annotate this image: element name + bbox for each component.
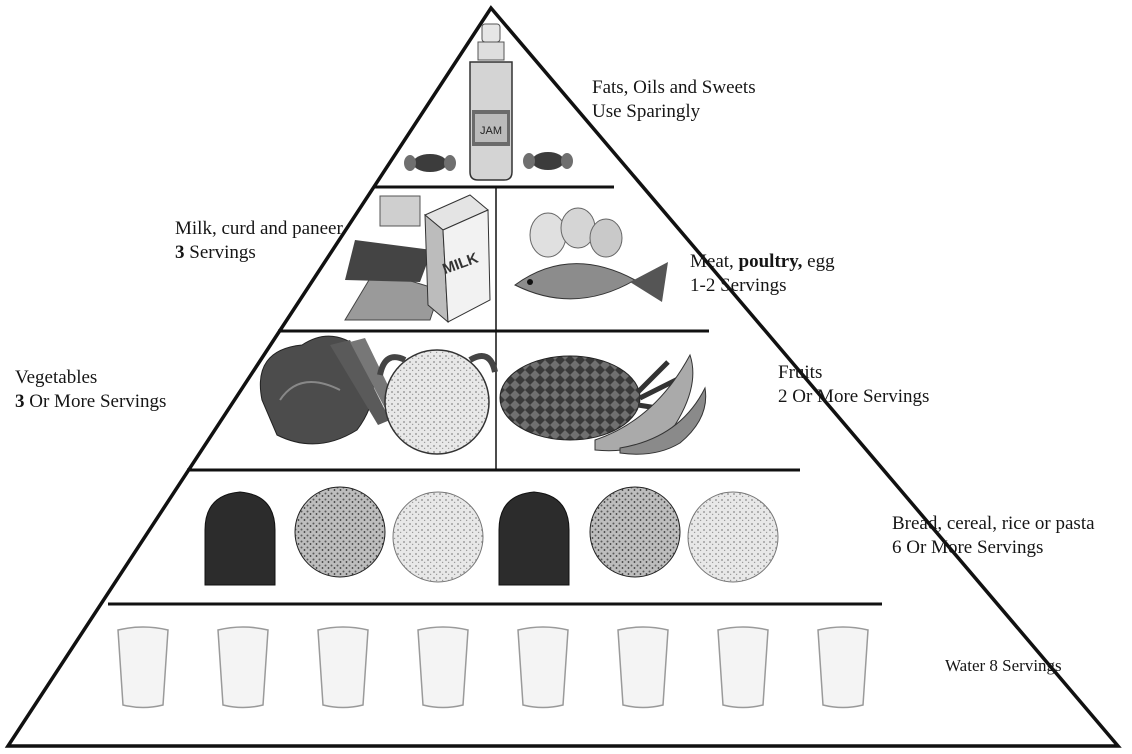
water-glass-icon: [818, 627, 868, 708]
cereal-bowl-image: [295, 487, 385, 577]
meat-title-a: Meat,: [690, 251, 739, 272]
meat-poultry-egg-images: [515, 208, 668, 302]
cauliflower-image: [380, 350, 495, 454]
water-glass-icon: [218, 627, 268, 708]
paneer-block-image: [380, 196, 420, 226]
milk-servings-number: 3: [175, 242, 185, 263]
fats-servings: Use Sparingly: [592, 100, 756, 124]
cereal-bowl-image: [590, 487, 680, 577]
water-glass-icon: [618, 627, 668, 708]
vegetables-servings: 3 Or More Servings: [15, 390, 166, 414]
bread-loaf-image: [499, 492, 569, 585]
vegetables-servings-text: Or More Servings: [25, 391, 167, 412]
rice-plate-image: [688, 492, 778, 582]
milk-title: Milk, curd and paneer: [175, 217, 343, 241]
milk-carton-image: MILK: [425, 195, 490, 322]
fruits-servings: 2 Or More Servings: [778, 385, 929, 409]
fruits-images: [500, 355, 706, 454]
bread-loaf-image: [205, 492, 275, 585]
grains-title: Bread, cereal, rice or pasta: [892, 512, 1095, 536]
label-water: Water 8 Servings: [945, 654, 1062, 678]
jam-jar-image: JAM: [470, 24, 512, 180]
label-fats-oils-sweets: Fats, Oils and Sweets Use Sparingly: [592, 76, 756, 124]
vegetables-title: Vegetables: [15, 366, 166, 390]
meat-title-b: poultry,: [739, 251, 803, 272]
water-glass-icon: [418, 627, 468, 708]
fish-image: [515, 262, 668, 302]
label-milk-curd-paneer: Milk, curd and paneer 3 Servings: [175, 217, 343, 265]
label-vegetables: Vegetables 3 Or More Servings: [15, 366, 166, 414]
meat-title-c: egg: [802, 251, 834, 272]
label-meat-poultry-egg: Meat, poultry, egg 1-2 Servings: [690, 250, 835, 298]
vegetables-images: [260, 336, 495, 454]
water-glasses: [118, 627, 868, 708]
meat-title: Meat, poultry, egg: [690, 250, 835, 274]
grains-servings: 6 Or More Servings: [892, 536, 1095, 560]
label-fruits: Fruits 2 Or More Servings: [778, 361, 929, 409]
fruits-title: Fruits: [778, 361, 929, 385]
fats-title: Fats, Oils and Sweets: [592, 76, 756, 100]
water-glass-icon: [718, 627, 768, 708]
grains-images: [205, 487, 778, 585]
water-glass-icon: [518, 627, 568, 708]
eggs-image: [530, 208, 622, 257]
milk-servings: 3 Servings: [175, 241, 343, 265]
label-grains: Bread, cereal, rice or pasta 6 Or More S…: [892, 512, 1095, 560]
water-servings: Water 8 Servings: [945, 654, 1062, 678]
water-glass-icon: [118, 627, 168, 708]
rice-plate-image: [393, 492, 483, 582]
water-glass-icon: [318, 627, 368, 708]
jam-label-text: JAM: [480, 125, 502, 137]
vegetables-servings-number: 3: [15, 391, 25, 412]
meat-servings: 1-2 Servings: [690, 274, 835, 298]
milk-curd-paneer-images: MILK: [345, 195, 490, 322]
milk-servings-text: Servings: [185, 242, 256, 263]
